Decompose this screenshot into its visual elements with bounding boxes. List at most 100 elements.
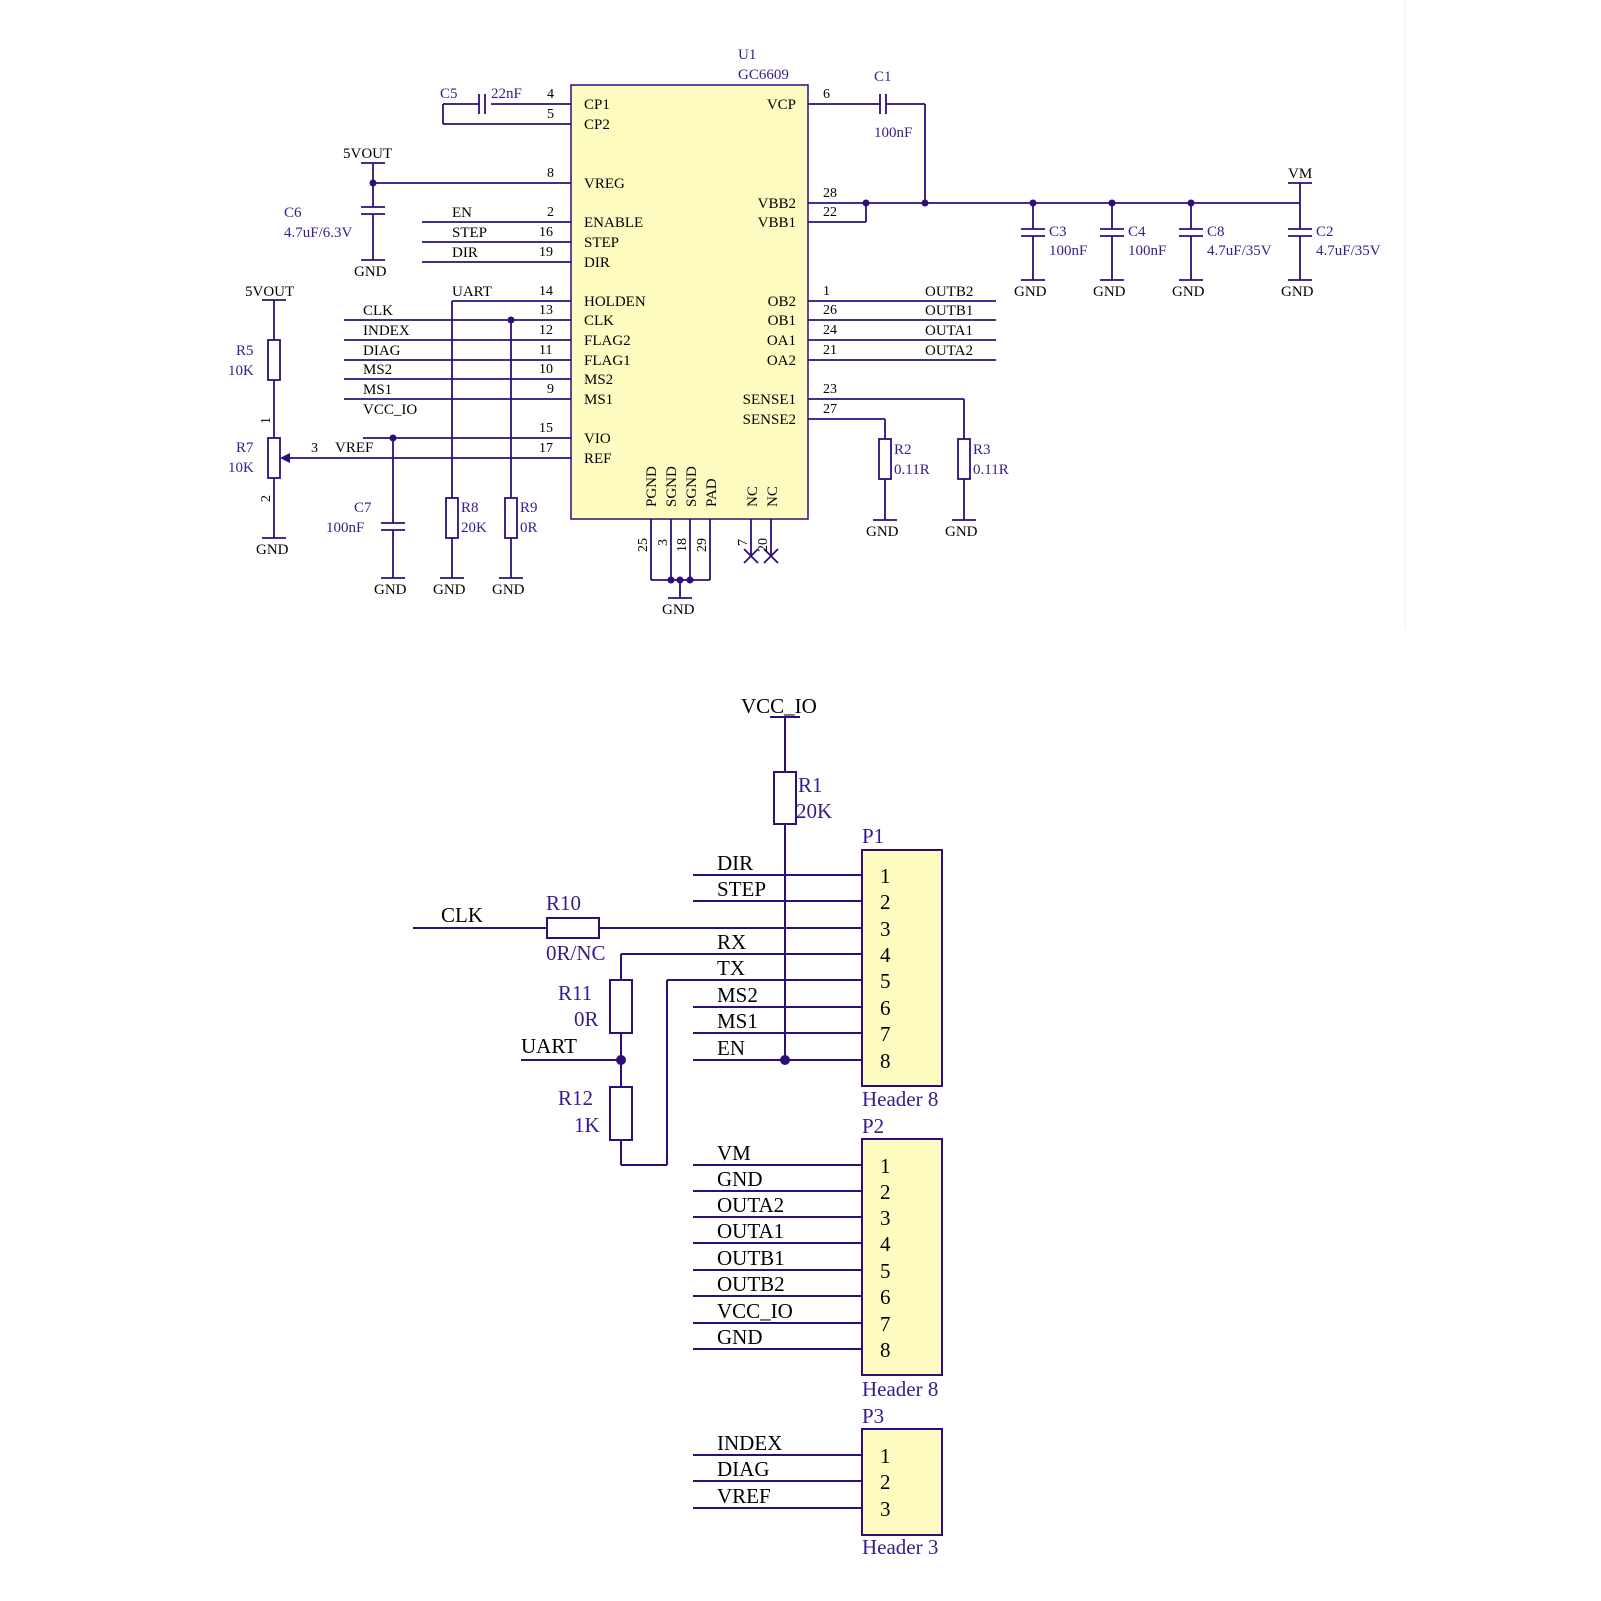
c8-ref: C8 — [1207, 224, 1225, 240]
r8-value: 20K — [461, 520, 487, 536]
p1-ref: P1 — [862, 824, 884, 848]
p3-signal: INDEX — [717, 1431, 782, 1455]
r12-ref: R12 — [558, 1086, 593, 1110]
u1-pin-name: NC — [765, 486, 781, 507]
p1-pin: 7 — [880, 1022, 891, 1046]
p2-pin: 1 — [880, 1154, 891, 1178]
net-index: INDEX — [363, 323, 410, 339]
p1-signal: MS1 — [717, 1009, 758, 1033]
p1-pin: 8 — [880, 1049, 891, 1073]
p1-body — [861, 849, 943, 1087]
p3-type: Header 3 — [862, 1535, 938, 1559]
net-vcc-io: VCC_IO — [741, 694, 817, 718]
u1-pin-num: 14 — [539, 284, 553, 299]
c5-ref: C5 — [440, 86, 458, 102]
c3-ref: C3 — [1049, 224, 1067, 240]
p2-pin: 4 — [880, 1232, 891, 1256]
gnd-label: GND — [256, 542, 289, 558]
u1-pin-num: 29 — [695, 538, 710, 552]
u1-pin-name: PGND — [644, 466, 660, 507]
r5-ref: R5 — [236, 343, 254, 359]
p3-signal: DIAG — [717, 1457, 770, 1481]
net-ms2: MS2 — [363, 362, 392, 378]
u1-pin-num: 13 — [539, 303, 553, 318]
u1-pin-name: MS1 — [584, 392, 613, 408]
r7-value: 10K — [228, 460, 254, 476]
p1-signal: RX — [717, 930, 746, 954]
u1-pin-name: OB2 — [768, 294, 796, 310]
u1-pin-num: 1 — [823, 284, 830, 299]
u1-pin-name: OA1 — [767, 333, 796, 349]
net-uart: UART — [521, 1034, 577, 1058]
p1-pin: 2 — [880, 890, 891, 914]
u1-pin-num: 26 — [823, 303, 837, 318]
u1-pin-num: 8 — [547, 166, 554, 181]
u1-pin-name: ENABLE — [584, 215, 643, 231]
r12-value: 1K — [574, 1113, 600, 1137]
net-clk: CLK — [441, 903, 483, 927]
p1-pin: 6 — [880, 996, 891, 1020]
p2-pin: 7 — [880, 1312, 891, 1336]
c8-value: 4.7uF/35V — [1207, 243, 1272, 259]
net-ms1: MS1 — [363, 382, 392, 398]
u1-pin-num: 10 — [539, 362, 553, 377]
u1-pin-num: 23 — [823, 382, 837, 397]
p2-ref: P2 — [862, 1114, 884, 1138]
u1-pin-num: 18 — [675, 538, 690, 552]
u1-pin-name: VIO — [584, 431, 611, 447]
u1-pin-num: 20 — [756, 538, 771, 552]
r7-pin: 1 — [259, 417, 274, 424]
c4-ref: C4 — [1128, 224, 1146, 240]
p2-signal: VM — [717, 1141, 751, 1165]
u1-pin-num: 9 — [547, 382, 554, 397]
u1-pin-num: 3 — [656, 539, 671, 546]
p1-pin: 3 — [880, 917, 891, 941]
r3-value: 0.11R — [973, 462, 1009, 478]
p2-signal: OUTB2 — [717, 1272, 785, 1296]
u1-pin-num: 4 — [547, 87, 554, 102]
u1-designator: U1 — [738, 47, 756, 63]
u1-pin-name: FLAG1 — [584, 353, 631, 369]
r8-ref: R8 — [461, 500, 479, 516]
p1-pin: 5 — [880, 969, 891, 993]
p2-pin: 5 — [880, 1259, 891, 1283]
net-outb1: OUTB1 — [925, 303, 973, 319]
net-step: STEP — [452, 225, 487, 241]
c1-ref: C1 — [874, 69, 892, 85]
c7-value: 100nF — [326, 520, 364, 536]
r7-ref: R7 — [236, 440, 254, 456]
p2-signal: OUTA1 — [717, 1219, 784, 1243]
c5-value: 22nF — [491, 86, 522, 102]
p1-signal: STEP — [717, 877, 766, 901]
p2-signal: GND — [717, 1167, 763, 1191]
p2-pin: 3 — [880, 1206, 891, 1230]
u1-pin-name: PAD — [704, 478, 720, 507]
p3-signal: VREF — [717, 1484, 771, 1508]
c7-ref: C7 — [354, 500, 372, 516]
u1-pin-name: OA2 — [767, 353, 796, 369]
u1-pin-name: OB1 — [768, 313, 796, 329]
p2-pin: 8 — [880, 1338, 891, 1362]
p1-signal: EN — [717, 1036, 745, 1060]
u1-pin-name: VBB2 — [758, 196, 796, 212]
p1-pin: 1 — [880, 864, 891, 888]
c2-ref: C2 — [1316, 224, 1334, 240]
r1-value: 20K — [796, 799, 832, 823]
u1-pin-num: 7 — [736, 539, 751, 546]
p3-pin: 2 — [880, 1470, 891, 1494]
r9-value: 0R — [520, 520, 538, 536]
gnd-label: GND — [354, 264, 387, 280]
gnd-label: GND — [1014, 284, 1047, 300]
r2-ref: R2 — [894, 442, 912, 458]
top-left-circuit: C5 22nF 5VOUT C6 4.7uF/6.3V GND EN STEP … — [228, 86, 538, 598]
u1-pin-num: 28 — [823, 186, 837, 201]
c1-value: 100nF — [874, 125, 912, 141]
r9-ref: R9 — [520, 500, 538, 516]
r5-value: 10K — [228, 363, 254, 379]
top-right-circuit: C1 100nF VM C3 100nF C4 100nF C8 4.7uF/3… — [846, 69, 1381, 540]
r2-value: 0.11R — [894, 462, 930, 478]
p2-type: Header 8 — [862, 1377, 938, 1401]
r7-pin: 3 — [311, 441, 318, 456]
r10-ref: R10 — [546, 891, 581, 915]
net-5vout: 5VOUT — [343, 146, 392, 162]
